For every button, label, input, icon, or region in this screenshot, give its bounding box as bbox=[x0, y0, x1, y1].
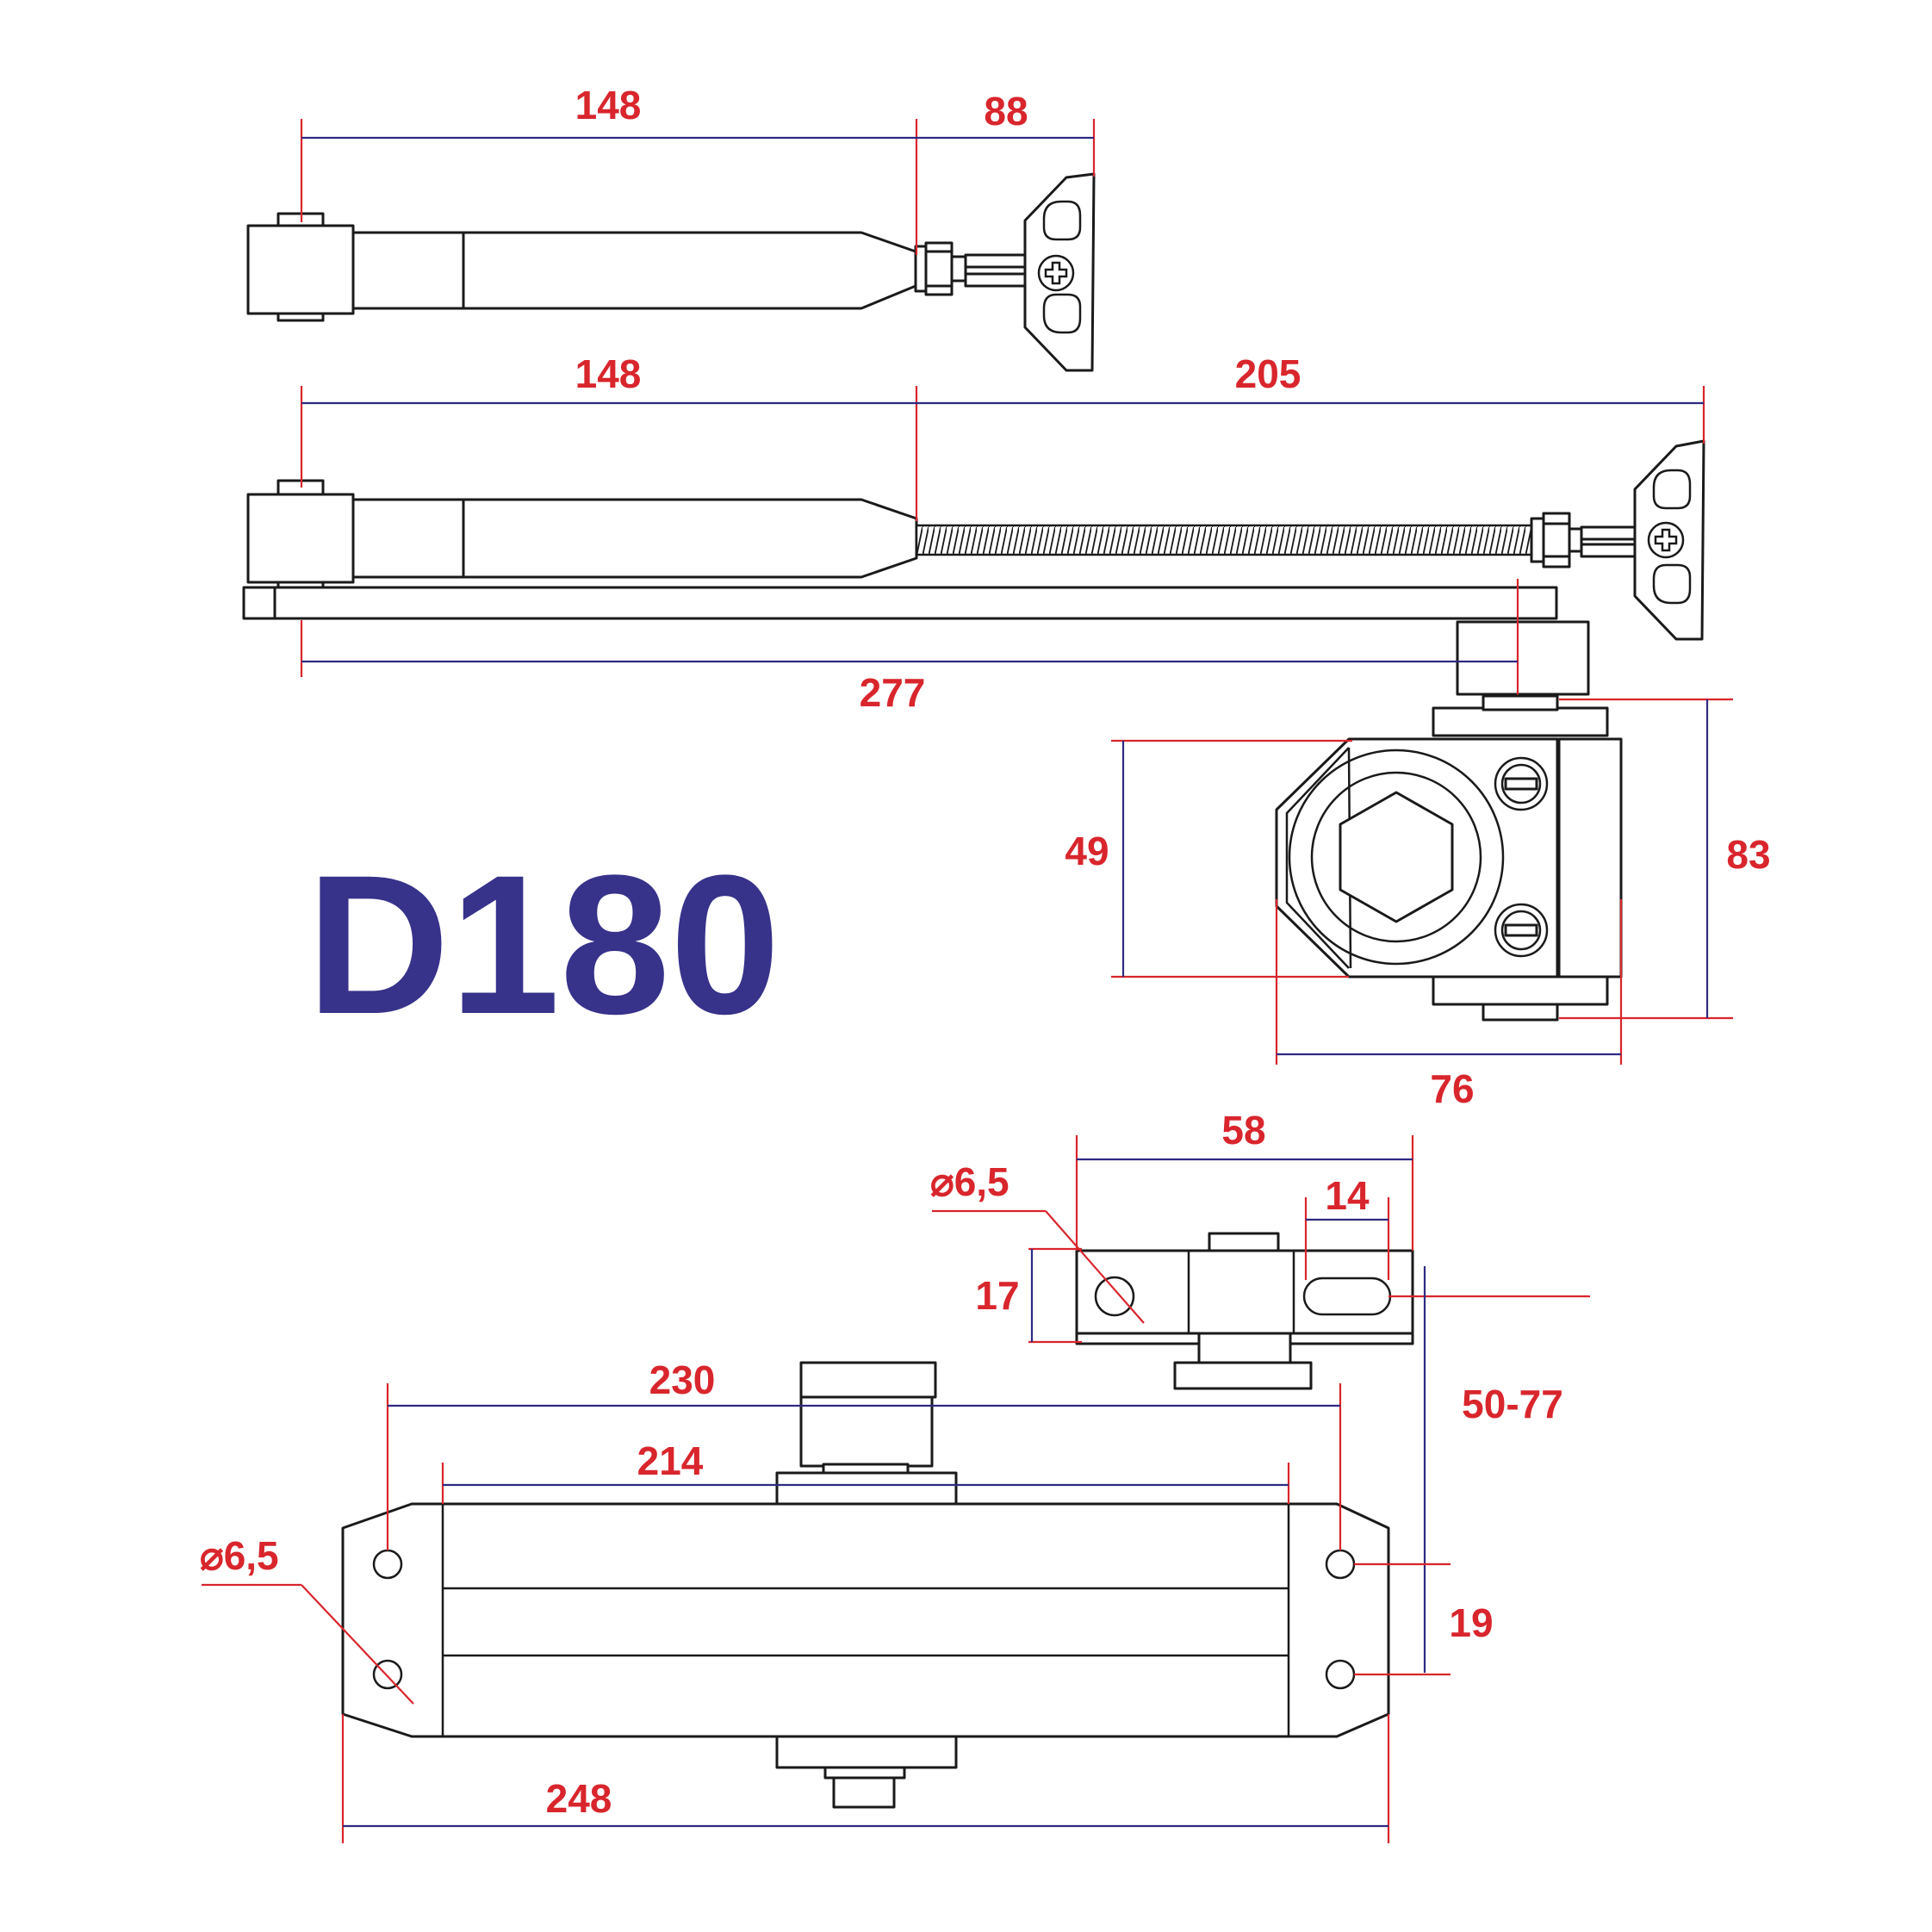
dim-side-49: 49 bbox=[1065, 829, 1109, 873]
dim-side-76: 76 bbox=[1430, 1066, 1474, 1111]
middle-arm-assembly bbox=[242, 439, 1705, 696]
dim-mid-total-277: 277 bbox=[860, 670, 926, 715]
dim-body-19: 19 bbox=[1449, 1600, 1493, 1645]
dim-offset-50-77: 50-77 bbox=[1462, 1382, 1563, 1426]
dim-body-248: 248 bbox=[546, 1776, 612, 1821]
dim-bracket-58: 58 bbox=[1221, 1108, 1265, 1152]
side-dimensions bbox=[1111, 698, 1733, 1065]
dim-mid-arm-148: 148 bbox=[575, 351, 642, 396]
closer-body bbox=[341, 1361, 1390, 1809]
dim-body-214: 214 bbox=[637, 1438, 704, 1483]
middle-dimensions bbox=[300, 386, 1705, 729]
dim-top-bracket-88: 88 bbox=[984, 89, 1028, 134]
top-dimensions bbox=[300, 119, 1096, 255]
dim-body-230: 230 bbox=[649, 1357, 716, 1402]
model-title: D180 bbox=[307, 834, 780, 1055]
threaded-rod bbox=[915, 524, 1533, 556]
dim-bracket-17: 17 bbox=[975, 1273, 1019, 1318]
dim-top-arm-148: 148 bbox=[575, 83, 642, 127]
mounting-bracket bbox=[1075, 1232, 1414, 1390]
dim-body-hole-dia: ⌀6,5 bbox=[200, 1533, 279, 1578]
dim-bracket-14: 14 bbox=[1325, 1173, 1370, 1218]
dim-mid-rod-205: 205 bbox=[1235, 351, 1301, 396]
dim-bracket-hole-dia: ⌀6,5 bbox=[930, 1159, 1009, 1204]
top-arm-assembly bbox=[246, 172, 1096, 372]
bracket-dimensions bbox=[932, 1135, 1590, 1673]
dim-side-83: 83 bbox=[1726, 832, 1770, 877]
side-view bbox=[1275, 694, 1623, 1022]
body-dimensions bbox=[202, 1383, 1451, 1843]
